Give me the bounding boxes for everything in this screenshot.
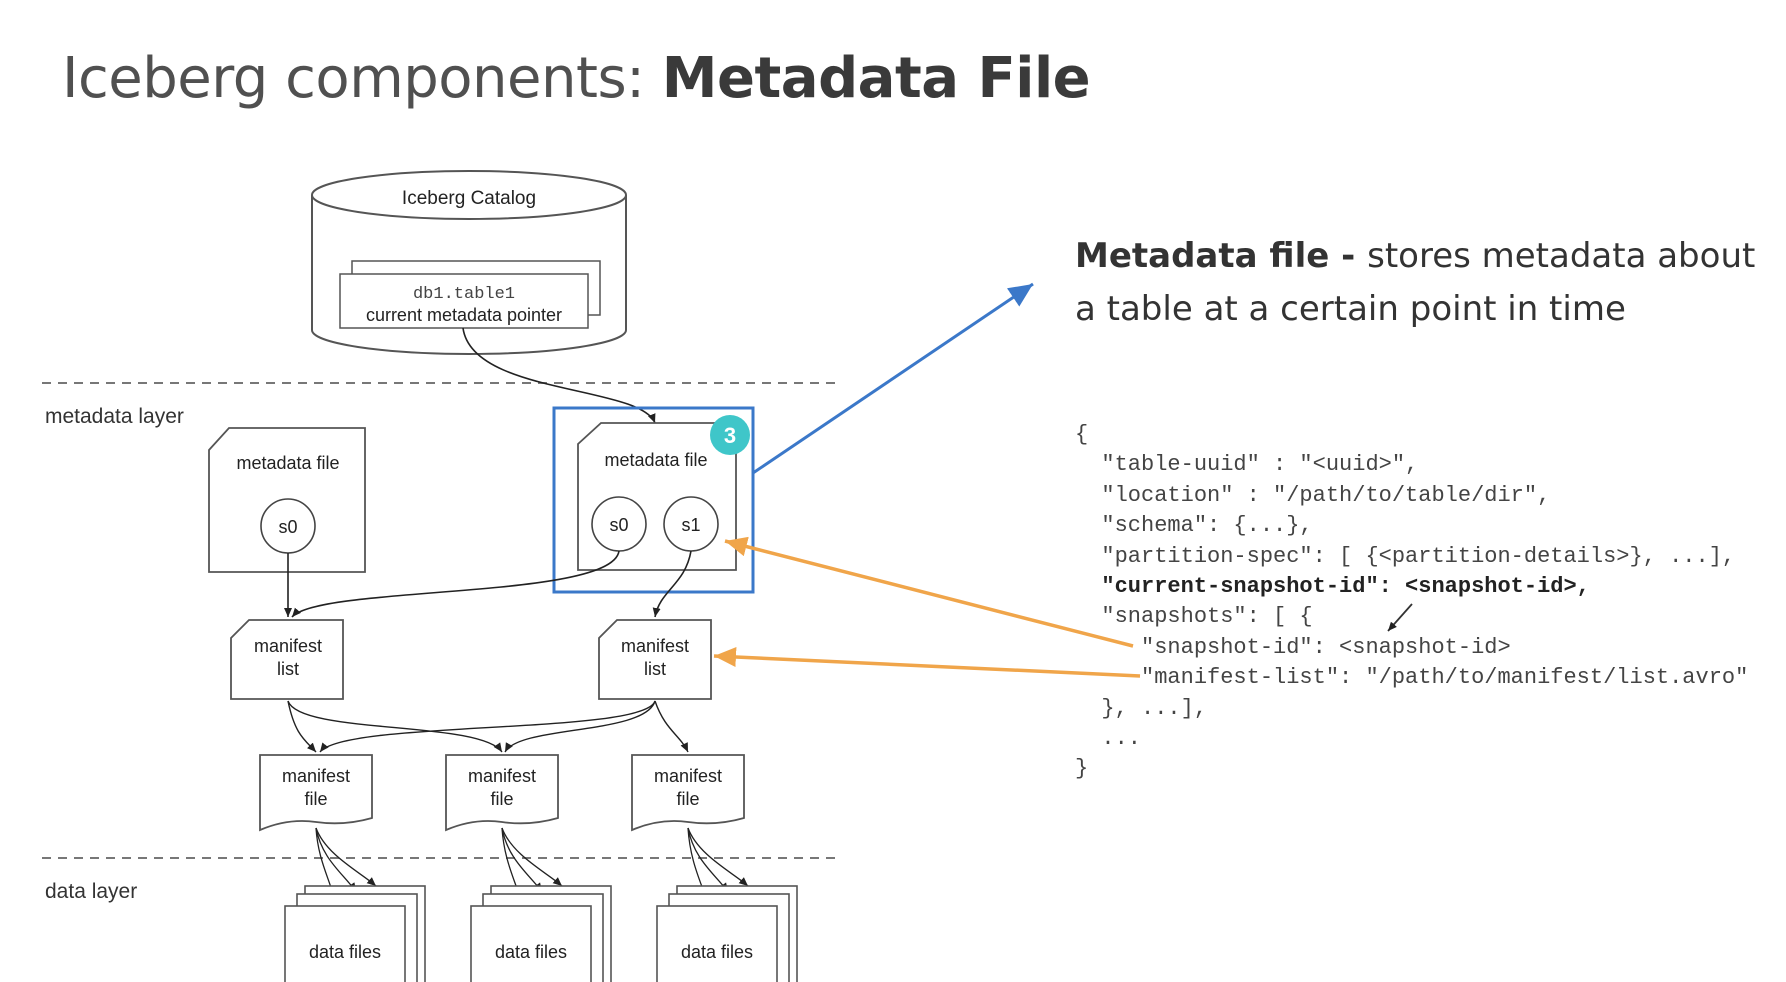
manifest-list-label-line1: manifest [621,636,689,656]
manifest-list-to-manifest-file-arrow [319,700,656,753]
manifest-list-to-manifest-file-arrow [287,700,503,753]
code-line: "schema": {...}, [1075,513,1313,539]
manifest-list-to-manifest-file-arrow [287,700,317,753]
code-line: }, ...], [1075,695,1208,721]
data-files-label: data files [495,942,567,962]
code-line: } [1075,756,1089,782]
title-bold: Metadata File [661,46,1091,111]
code-line: "snapshots": [ { [1075,604,1313,630]
code-line: { [1075,422,1089,447]
step-badge-number: 3 [724,423,736,448]
manifest-file-label-line1: manifest [282,766,350,786]
manifest-list-label-line2: list [644,659,666,679]
highlight-callout-arrow [752,282,1034,475]
manifest-list-to-manifest-file-arrow [654,700,689,753]
catalog-table-name: db1.table1 [413,285,515,304]
s1-to-manifest-list-arrow [652,550,692,618]
manifest-file-2: manifest file [445,754,559,832]
manifest-file-label-line1: manifest [468,766,536,786]
slide-title: Iceberg components: Metadata File [62,46,1091,111]
current-metadata-highlight [552,406,755,594]
code-line: ... [1075,726,1142,752]
code-line-current-snapshot: "current-snapshot-id": <snapshot-id>, [1075,574,1590,600]
catalog-label: Iceberg Catalog [402,188,536,209]
description-bold: Metadata file - [1075,236,1368,276]
manifest-file-3: manifest file [631,754,745,832]
manifest-file-1: manifest file [259,754,373,832]
data-files-stack-1: data files [284,885,426,982]
snapshot-s1-label: s1 [681,515,700,535]
manifest-file-label-line1: manifest [654,766,722,786]
code-line: "manifest-list": "/path/to/manifest/list… [1075,665,1749,691]
manifest-list-label-line1: manifest [254,636,322,656]
metadata-file-old: metadata file s0 [208,427,366,573]
manifest-file-label-line2: file [490,789,513,809]
catalog-pointer-label: current metadata pointer [366,305,562,325]
iceberg-catalog: Iceberg Catalog db1.table1 current metad… [311,170,627,355]
step-badge: 3 [710,415,750,455]
code-line: "snapshot-id": <snapshot-id> [1075,634,1511,660]
manifest-list-label-line2: list [277,659,299,679]
manifest-list-current: manifest list [598,619,712,700]
title-regular: Iceberg components: [62,46,662,111]
current-snapshot-reference-arrow [1387,603,1413,632]
manifest-file-to-data-arrows [315,827,749,899]
snapshot-id-to-s1-arrow [724,536,1134,648]
manifest-file-label-line2: file [676,789,699,809]
code-line: "partition-spec": [ {<partition-details>… [1075,543,1736,569]
manifest-file-label-line2: file [304,789,327,809]
data-files-stack-2: data files [470,885,612,982]
metadata-file-label: metadata file [236,453,339,473]
data-files-stack-3: data files [656,885,798,982]
code-line: "table-uuid" : "<uuid>", [1075,452,1419,478]
metadata-file-label: metadata file [604,450,707,470]
data-files-label: data files [309,942,381,962]
metadata-layer-label: metadata layer [45,405,184,428]
metadata-json-example: { "table-uuid" : "<uuid>", "location" : … [1075,420,1748,785]
metadata-file-description: Metadata file - stores metadata about a … [1075,230,1765,336]
code-line: "location" : "/path/to/table/dir", [1075,482,1551,508]
snapshot-s0-label: s0 [609,515,628,535]
snapshot-s0-label: s0 [278,517,297,537]
manifest-list-path-to-manifest-list-arrow [713,647,1141,678]
data-layer-label: data layer [45,880,138,903]
manifest-list-old: manifest list [230,619,344,700]
s0-to-manifest-list-arrow [291,550,620,618]
manifest-list-to-manifest-file-arrow [504,700,656,753]
metadata-file-current: metadata file s0 s1 [577,422,737,571]
description-text: stores metadata about a table at a certa… [1075,236,1756,329]
current-pointer-arrow [462,327,656,424]
data-files-label: data files [681,942,753,962]
